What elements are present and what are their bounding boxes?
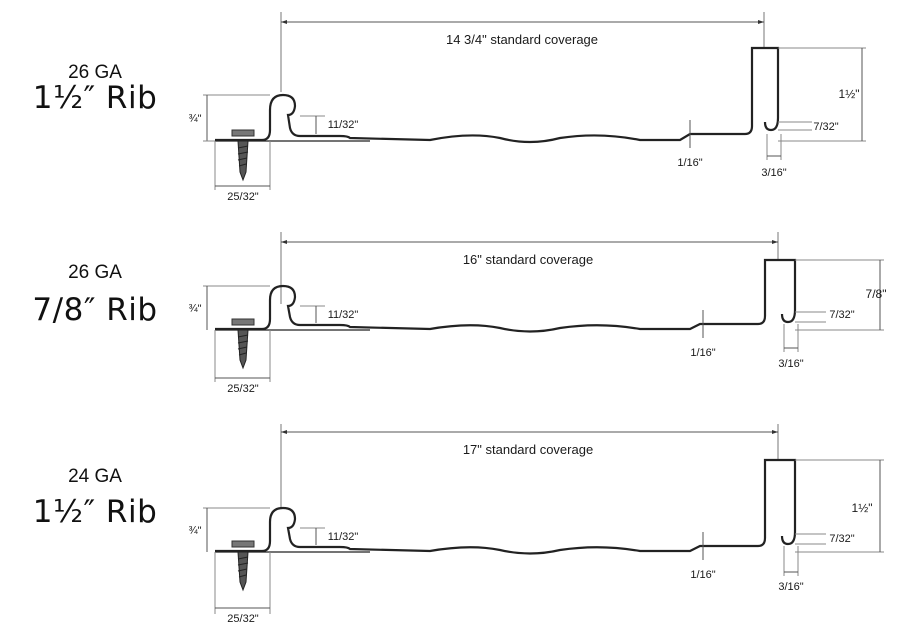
- coverage-label: 17" standard coverage: [463, 442, 593, 457]
- gauge-label: 26 GA: [68, 62, 122, 83]
- panel-1: 26 GA 1½″ Rib: [0, 0, 900, 210]
- rib-gap-label: 3/16": [778, 581, 803, 593]
- gauge-label: 26 GA: [68, 262, 122, 283]
- hook-gap-label: 7/32": [813, 121, 838, 133]
- fastener-screw: [237, 140, 249, 182]
- coverage-label: 16" standard coverage: [463, 252, 593, 267]
- rib-gap-label: 3/16": [778, 358, 803, 370]
- panel-profile-drawing: 16" standard coverage 7/8" ¾" 11/32" 25/…: [188, 232, 887, 395]
- lap-height-label: ¾": [188, 113, 201, 125]
- gauge-label: 24 GA: [68, 466, 122, 487]
- groove-label: 1/16": [690, 569, 715, 581]
- fastener-washer: [231, 129, 255, 137]
- hook-gap-label: 7/32": [829, 309, 854, 321]
- panel-profile-path: [215, 46, 780, 144]
- rib-gap-label: 3/16": [761, 167, 786, 179]
- hook-small-label: 11/32": [328, 531, 359, 543]
- hook-small-label: 11/32": [328, 119, 359, 131]
- fastener-width-label: 25/32": [227, 191, 259, 203]
- rib-label: 7/8″ Rib: [32, 292, 158, 328]
- lap-height-label: ¾": [188, 303, 201, 315]
- groove-label: 1/16": [677, 157, 702, 169]
- hook-small-label: 11/32": [328, 309, 359, 321]
- lap-height-label: ¾": [188, 525, 201, 537]
- rib-height-label: 1½": [839, 87, 860, 101]
- rib-height-label: 7/8": [866, 287, 887, 301]
- panel-profile-drawing: 17" standard coverage 1½" ¾" 11/32" 25/3…: [188, 424, 884, 625]
- panel-2: 26 GA 7/8″ Rib: [0, 212, 900, 422]
- panel-profile-drawing: 14 3/4" standard coverage 1½" ¾" 11/32" …: [188, 12, 866, 203]
- rib-label: 1½″ Rib: [32, 494, 158, 530]
- panel-profile-path: [215, 258, 797, 333]
- rib-label: 1½″ Rib: [32, 80, 158, 116]
- coverage-label: 14 3/4" standard coverage: [446, 32, 598, 47]
- panel-profile-path: [215, 458, 797, 555]
- hook-gap-label: 7/32": [829, 533, 854, 545]
- fastener-width-label: 25/32": [227, 383, 259, 395]
- panel-3: 24 GA 1½″ Rib: [0, 424, 900, 634]
- groove-label: 1/16": [690, 347, 715, 359]
- rib-height-label: 1½": [852, 501, 873, 515]
- fastener-width-label: 25/32": [227, 613, 259, 625]
